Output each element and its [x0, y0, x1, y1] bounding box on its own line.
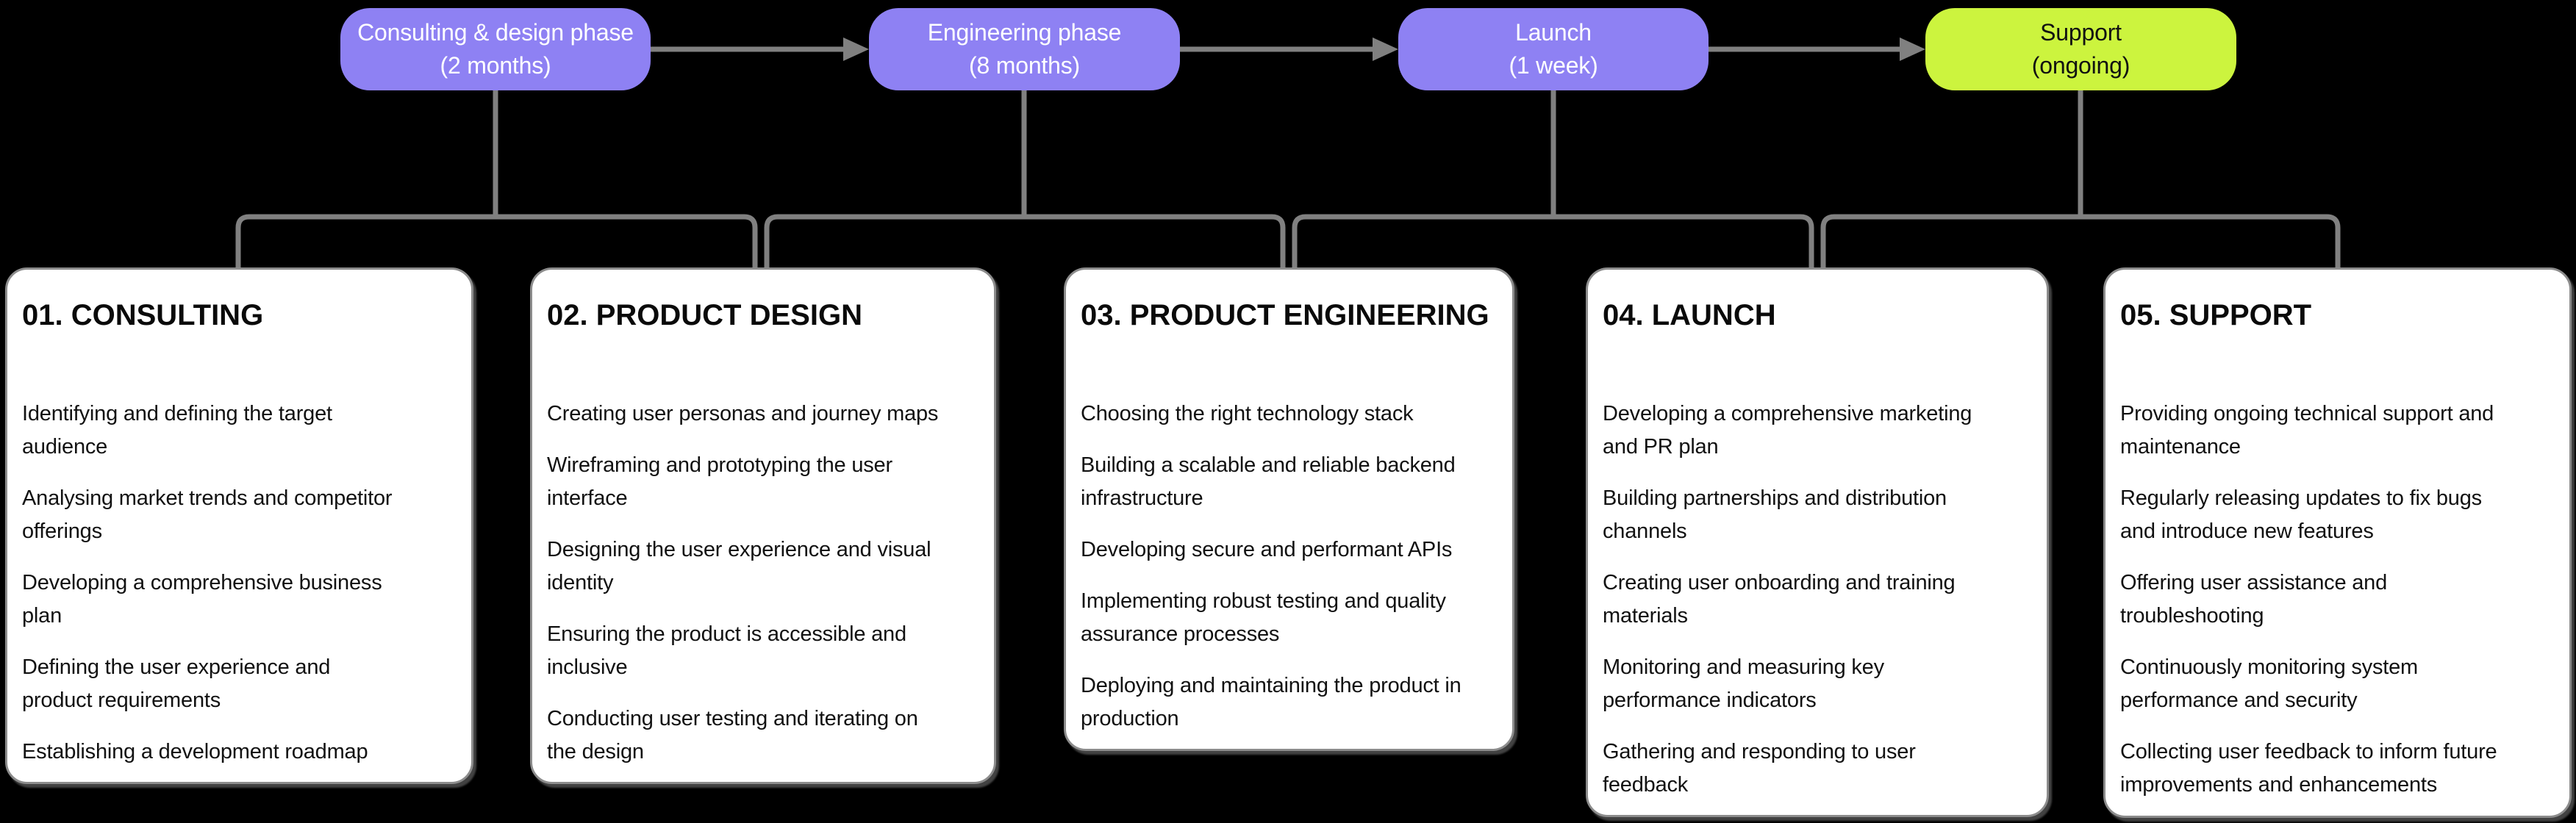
card-item: Designing the user experience and visual… [547, 538, 931, 594]
phase-label: Consulting & design phase [357, 19, 634, 46]
card-05-support: 05. SUPPORT Providing ongoing technical … [2103, 267, 2572, 818]
card-item: Conducting user testing and iterating on… [547, 707, 918, 763]
card-01-consulting: 01. CONSULTING Identifying and defining … [5, 267, 473, 784]
card-item: Offering user assistance and troubleshoo… [2120, 571, 2388, 628]
phase-pill-engineering: Engineering phase (8 months) [869, 8, 1180, 90]
fork-phase4-to-cards-04-05 [1820, 214, 2341, 267]
card-item: Regularly releasing updates to fix bugs … [2120, 486, 2482, 543]
phase-duration: (ongoing) [2031, 52, 2130, 79]
fork-phase3-to-cards-03-04 [1292, 214, 1814, 267]
card-item: Developing a comprehensive business plan [22, 571, 382, 628]
card-item: Deploying and maintaining the product in… [1081, 674, 1461, 730]
fork-phase2-to-cards-02-03 [764, 214, 1286, 267]
card-item: Creating user personas and journey maps [547, 402, 939, 425]
card-04-launch: 04. LAUNCH Developing a comprehensive ma… [1586, 267, 2049, 817]
card-item: Developing a comprehensive marketing and… [1603, 402, 1972, 459]
card-title: 02. PRODUCT DESIGN [547, 299, 862, 331]
card-item: Continuously monitoring system performan… [2120, 655, 2419, 712]
phase-pill-launch: Launch (1 week) [1398, 8, 1709, 90]
card-item: Building partnerships and distribution c… [1603, 486, 1947, 543]
phase-pill-support: Support (ongoing) [1925, 8, 2236, 90]
card-item: Collecting user feedback to inform futur… [2120, 740, 2497, 797]
card-title: 04. LAUNCH [1603, 299, 1776, 331]
card-title: 03. PRODUCT ENGINEERING [1081, 299, 1489, 331]
card-item: Providing ongoing technical support and … [2120, 402, 2494, 459]
phase-duration: (2 months) [440, 52, 551, 79]
card-title: 01. CONSULTING [22, 299, 264, 331]
card-02-product-design: 02. PRODUCT DESIGN Creating user persona… [530, 267, 996, 784]
card-item: Establishing a development roadmap [22, 740, 368, 763]
card-03-product-engineering: 03. PRODUCT ENGINEERING Choosing the rig… [1064, 267, 1514, 751]
fork-phase1-to-cards-01-02 [235, 214, 758, 267]
card-item: Creating user onboarding and training ma… [1603, 571, 1956, 628]
card-item: Ensuring the product is accessible and i… [547, 622, 906, 679]
phase-label: Support [2040, 19, 2122, 46]
card-item: Building a scalable and reliable backend… [1081, 453, 1456, 510]
card-item: Identifying and defining the target audi… [22, 402, 332, 459]
arrow-phase1-to-phase2 [651, 37, 869, 61]
card-item: Analysing market trends and competitor o… [22, 486, 393, 543]
card-item: Implementing robust testing and quality … [1081, 589, 1446, 646]
card-item: Defining the user experience and product… [22, 655, 331, 712]
card-item: Developing secure and performant APIs [1081, 538, 1453, 561]
phase-duration: (8 months) [969, 52, 1080, 79]
phase-label: Engineering phase [927, 19, 1122, 46]
card-item: Monitoring and measuring key performance… [1603, 655, 1884, 712]
card-item: Wireframing and prototyping the user int… [547, 453, 892, 510]
arrow-phase2-to-phase3 [1180, 37, 1398, 61]
phase-label: Launch [1515, 19, 1592, 46]
phase-pill-consulting-design: Consulting & design phase (2 months) [340, 8, 651, 90]
card-item: Choosing the right technology stack [1081, 402, 1414, 425]
arrow-phase3-to-phase4 [1709, 37, 1925, 61]
card-item: Gathering and responding to user feedbac… [1603, 740, 1916, 797]
card-title: 05. SUPPORT [2120, 299, 2312, 331]
phase-duration: (1 week) [1509, 52, 1598, 79]
